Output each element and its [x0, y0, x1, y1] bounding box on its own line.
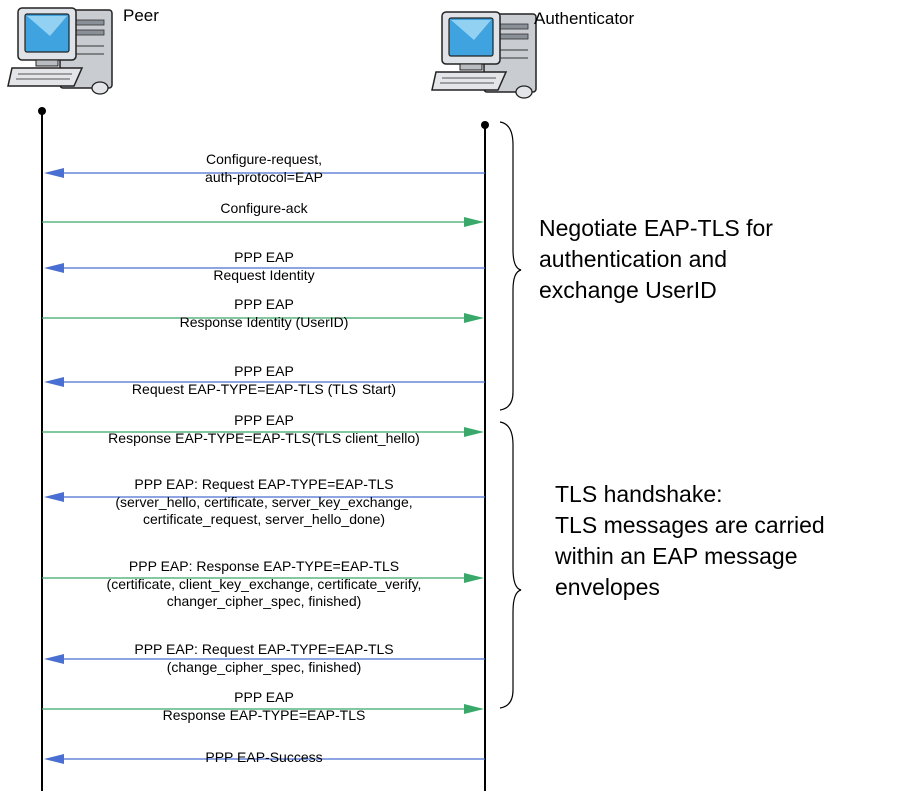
message-arrow-2: [42, 217, 484, 227]
message-line: PPP EAP: [234, 689, 294, 705]
message-label-1: Configure-request, auth-protocol=EAP: [44, 151, 484, 186]
group-line: envelopes: [555, 574, 660, 600]
message-line: Response EAP-TYPE=EAP-TLS(TLS client_hel…: [108, 429, 420, 446]
message-line: PPP EAP: [234, 249, 294, 265]
peer-label: Peer: [123, 6, 159, 25]
group-label-tls-handshake: TLS handshake: TLS messages are carried …: [555, 479, 825, 603]
message-arrow-6: [42, 427, 484, 437]
message-arrow-7: [44, 492, 485, 502]
authenticator-label: Authenticator: [534, 9, 635, 28]
message-line: (server_hello, certificate, server_key_e…: [115, 493, 413, 510]
message-label-10: PPP EAP Response EAP-TYPE=EAP-TLS: [44, 689, 484, 724]
message-line: PPP EAP: [234, 412, 294, 428]
group-line: Negotiate EAP-TLS for: [539, 215, 773, 241]
message-arrow-5: [44, 377, 485, 387]
group-line: within an EAP message: [555, 543, 798, 569]
group-line: exchange UserID: [539, 277, 717, 303]
authenticator-computer-icon: [431, 11, 537, 99]
message-line: Response EAP-TYPE=EAP-TLS: [162, 706, 366, 723]
group-line: TLS messages are carried: [555, 512, 825, 538]
message-line: (change_cipher_spec, finished): [166, 658, 362, 675]
message-line: PPP EAP: Request EAP-TYPE=EAP-TLS: [134, 641, 394, 657]
message-line: Configure-request,: [206, 151, 322, 167]
message-label-8: PPP EAP: Response EAP-TYPE=EAP-TLS (cert…: [44, 558, 484, 611]
message-label-9: PPP EAP: Request EAP-TYPE=EAP-TLS (chang…: [44, 641, 484, 676]
message-label-3: PPP EAP Request Identity: [44, 249, 484, 284]
message-label-5: PPP EAP Request EAP-TYPE=EAP-TLS (TLS St…: [44, 363, 484, 398]
message-line: Configure-ack: [220, 200, 308, 216]
message-arrow-9: [44, 654, 485, 664]
message-line: PPP EAP-Success: [205, 749, 323, 765]
message-line: (certificate, client_key_exchange, certi…: [106, 575, 422, 592]
message-label-7: PPP EAP: Request EAP-TYPE=EAP-TLS (serve…: [44, 476, 484, 529]
message-label-6: PPP EAP Response EAP-TYPE=EAP-TLS(TLS cl…: [44, 412, 484, 447]
message-arrow-3: [44, 263, 485, 273]
message-arrow-4: [42, 313, 484, 323]
message-line: changer_cipher_spec, finished): [166, 593, 362, 609]
message-line: PPP EAP: [234, 363, 294, 379]
group-label-negotiate: Negotiate EAP-TLS for authentication and…: [539, 213, 773, 306]
message-line: PPP EAP: Request EAP-TYPE=EAP-TLS: [134, 476, 394, 492]
message-label-2: Configure-ack: [44, 200, 484, 218]
message-label-11: PPP EAP-Success: [44, 749, 484, 767]
brace-negotiate: [499, 121, 522, 411]
message-arrow-10: [42, 704, 484, 714]
message-line: PPP EAP: [234, 296, 294, 312]
message-line: PPP EAP: Response EAP-TYPE=EAP-TLS: [128, 558, 400, 574]
message-arrow-8: [42, 573, 484, 583]
message-label-4: PPP EAP Response Identity (UserID): [44, 296, 484, 331]
message-line: Response Identity (UserID): [179, 313, 349, 330]
brace-tls-handshake: [499, 421, 522, 709]
message-line: certificate_request, server_hello_done): [142, 511, 386, 527]
group-line: authentication and: [539, 246, 727, 272]
message-arrow-1: [44, 168, 485, 178]
message-arrow-11: [44, 754, 485, 764]
group-line: TLS handshake:: [555, 481, 723, 507]
message-line: Request Identity: [213, 266, 315, 283]
message-line: auth-protocol=EAP: [205, 168, 323, 185]
message-line: Request EAP-TYPE=EAP-TLS (TLS Start): [131, 380, 397, 397]
peer-computer-icon: [7, 7, 113, 95]
